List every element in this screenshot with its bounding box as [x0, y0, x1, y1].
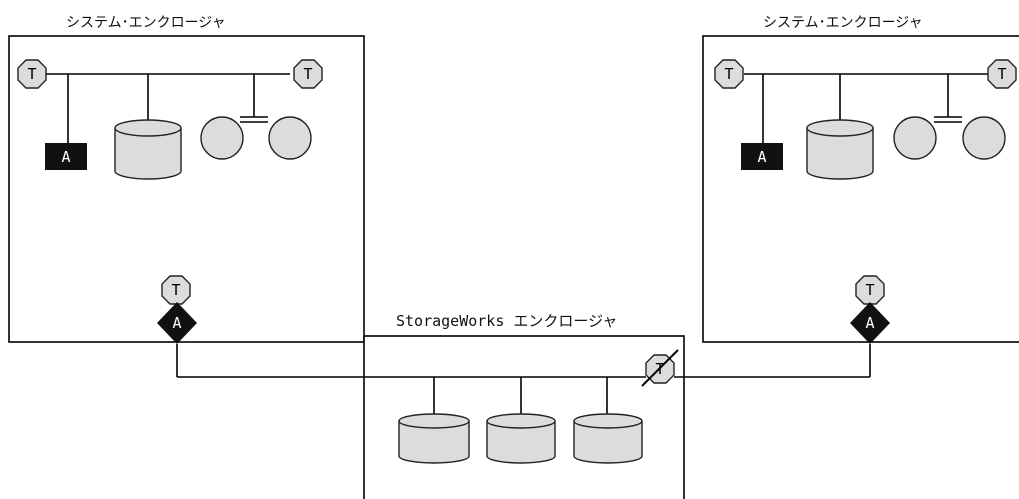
left-system-enclosure: システム･エンクロージャ T T A: [8, 15, 365, 344]
right-host-adapter-icon: A: [741, 143, 783, 170]
svg-text:T: T: [997, 65, 1006, 83]
left-disk-icon: [114, 119, 182, 180]
left-bus-adapter-icon: A: [157, 302, 197, 344]
right-terminator-2-icon: T: [987, 59, 1017, 89]
left-mirror-pair-icon: [200, 116, 312, 160]
svg-text:A: A: [865, 314, 874, 332]
right-enclosure-title: システム･エンクロージャ: [763, 15, 923, 31]
left-enclosure-title: システム･エンクロージャ: [66, 15, 226, 31]
svg-text:A: A: [172, 314, 181, 332]
svg-text:T: T: [303, 65, 312, 83]
storage-enclosure-title: StorageWorks エンクロージャ: [396, 312, 617, 330]
svg-text:A: A: [757, 148, 766, 166]
storageworks-enclosure: StorageWorks エンクロージャ T: [363, 312, 685, 499]
right-mirror-pair-icon: [893, 116, 1006, 160]
svg-text:T: T: [724, 65, 733, 83]
svg-text:T: T: [865, 281, 874, 299]
storage-disk-1-icon: [398, 413, 470, 464]
right-bus-adapter-icon: A: [850, 302, 890, 344]
shared-scsi-bus: [176, 344, 871, 378]
storage-disk-3-icon: [573, 413, 643, 464]
left-bus-terminator-icon: T: [161, 275, 191, 305]
storage-disk-2-icon: [486, 413, 556, 464]
left-host-adapter-icon: A: [45, 143, 87, 170]
storage-disabled-terminator-icon: T: [641, 349, 679, 387]
right-terminator-1-icon: T: [714, 59, 744, 89]
left-terminator-2-icon: T: [293, 59, 323, 89]
left-terminator-1-icon: T: [17, 59, 47, 89]
right-system-enclosure: システム･エンクロージャ T T A T: [702, 15, 1019, 344]
right-bus-terminator-icon: T: [855, 275, 885, 305]
right-disk-icon: [806, 119, 874, 180]
svg-text:T: T: [171, 281, 180, 299]
svg-text:A: A: [61, 148, 70, 166]
svg-text:T: T: [27, 65, 36, 83]
